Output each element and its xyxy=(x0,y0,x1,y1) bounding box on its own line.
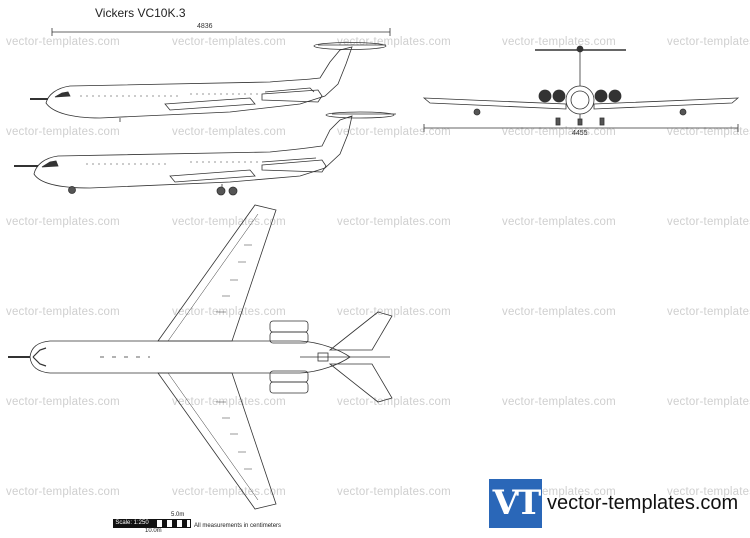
watermark-text: vector-templates.com xyxy=(172,396,286,408)
scale-label: Scale: 1:250 xyxy=(113,519,151,528)
scale-ruler xyxy=(151,519,191,528)
watermark-text: vector-templates.com xyxy=(6,126,120,138)
watermark-text: vector-templates.com xyxy=(172,126,286,138)
watermark-text: vector-templates.com xyxy=(667,216,750,228)
vector-templates-logo: VT xyxy=(489,479,542,528)
watermark-text: vector-templates.com xyxy=(502,396,616,408)
watermark-text: vector-templates.com xyxy=(502,306,616,318)
page-title: Vickers VC10K.3 xyxy=(95,6,186,20)
watermark-text: vector-templates.com xyxy=(6,36,120,48)
watermark-text: vector-templates.com xyxy=(172,486,286,498)
watermark-text: vector-templates.com xyxy=(667,396,750,408)
watermark-text: vector-templates.com xyxy=(172,306,286,318)
watermark-text: vector-templates.com xyxy=(6,216,120,228)
watermark-text: vector-templates.com xyxy=(337,126,451,138)
side-view-1 xyxy=(30,42,387,122)
top-view xyxy=(8,204,393,510)
length-dimension-line xyxy=(51,28,391,36)
scale-top-mark: 5.0m xyxy=(171,512,185,518)
scale-bottom-mark: 10.0m xyxy=(145,528,162,534)
watermark-text: vector-templates.com xyxy=(6,306,120,318)
span-dimension-line xyxy=(423,124,739,132)
watermark-text: vector-templates.com xyxy=(337,306,451,318)
watermark-text: vector-templates.com xyxy=(6,396,120,408)
watermark-text: vector-templates.com xyxy=(337,396,451,408)
watermark-text: vector-templates.com xyxy=(502,126,616,138)
front-view xyxy=(422,45,740,126)
watermark-text: vector-templates.com xyxy=(6,486,120,498)
watermark-text: vector-templates.com xyxy=(667,306,750,318)
watermark-text: vector-templates.com xyxy=(667,126,750,138)
logo-text[interactable]: vector-templates.com xyxy=(547,492,739,514)
watermark-text: vector-templates.com xyxy=(172,216,286,228)
length-dimension-label: 4836 xyxy=(197,23,213,30)
watermark-text: vector-templates.com xyxy=(502,36,616,48)
side-view-2 xyxy=(14,111,396,196)
measurement-note: All measurements in centimeters xyxy=(194,523,282,529)
watermark-text: vector-templates.com xyxy=(667,36,750,48)
watermark-text: vector-templates.com xyxy=(337,486,451,498)
watermark-text: vector-templates.com xyxy=(337,216,451,228)
scale-bar: 5.0m Scale: 1:250 10.0m xyxy=(113,512,193,534)
watermark-text: vector-templates.com xyxy=(667,486,750,498)
watermark-text: vector-templates.com xyxy=(502,216,616,228)
span-dimension-label: 4455 xyxy=(572,130,588,137)
watermark-text: vector-templates.com xyxy=(172,36,286,48)
